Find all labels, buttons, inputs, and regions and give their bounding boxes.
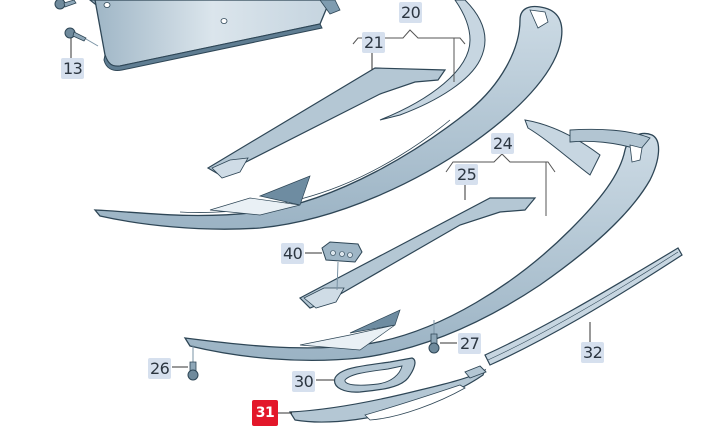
screw-26: [172, 345, 199, 381]
screw-27: [428, 320, 457, 354]
trim-strip-32: [464, 247, 683, 379]
screw-13: [64, 27, 99, 58]
leader-20: [352, 29, 466, 82]
ring-trim-30: [316, 357, 416, 393]
leader-24: [445, 153, 556, 216]
frame-insert-25: [298, 197, 537, 309]
diffuser-lower-24: [183, 119, 660, 361]
callout-26[interactable]: 26: [148, 358, 172, 379]
connector-40: [305, 241, 363, 291]
callout-40[interactable]: 40: [281, 243, 305, 264]
callout-31-selected[interactable]: 31: [252, 400, 278, 426]
frame-insert-21: [206, 67, 447, 179]
callout-21[interactable]: 21: [362, 32, 386, 53]
diffuser-upper-20: [93, 0, 563, 230]
bumper-cover-part: [89, 0, 341, 71]
trim-strip-31: [278, 368, 487, 423]
callout-20[interactable]: 20: [399, 2, 423, 23]
callout-32[interactable]: 32: [581, 342, 605, 363]
screw-top: [54, 0, 77, 10]
callout-27[interactable]: 27: [458, 333, 482, 354]
callout-30[interactable]: 30: [292, 371, 316, 392]
callout-13[interactable]: 13: [61, 58, 85, 79]
callout-24[interactable]: 24: [491, 133, 515, 154]
callout-25[interactable]: 25: [455, 164, 479, 185]
